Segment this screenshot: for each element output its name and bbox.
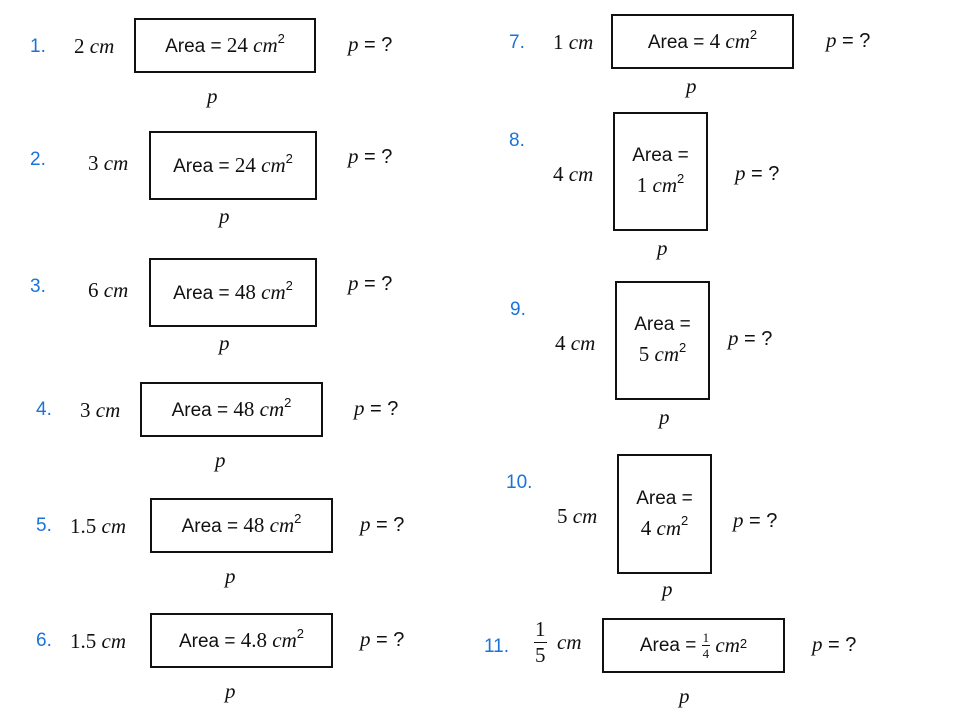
area-label: Area = 4 cm2 [647,26,758,54]
perimeter-label: p [679,684,690,708]
perimeter-label: p [215,448,226,472]
perimeter-label: p [659,405,670,429]
perimeter-question: p = ? [735,161,780,185]
side-length: 4 cm [555,331,596,355]
rectangle: Area = 24 cm2 [149,131,317,200]
side-length: 1.5 cm [70,629,126,653]
perimeter-question: p = ? [826,28,871,52]
rectangle: Area = 4.8 cm2 [150,613,333,668]
side-length: 5 cm [557,504,598,528]
perimeter-label: p [686,74,697,98]
perimeter-question: p = ? [348,271,393,295]
rectangle: Area = 48 cm2 [149,258,317,327]
perimeter-question: p = ? [812,632,857,656]
problem-number: 9. [510,299,526,320]
side-length: 4 cm [553,162,594,186]
perimeter-label: p [207,84,218,108]
rectangle: Area =1 cm2 [613,112,708,231]
perimeter-question: p = ? [348,32,393,56]
perimeter-question: p = ? [728,326,773,350]
side-length: 3 cm [80,398,121,422]
area-label: Area = 48 cm2 [171,394,292,422]
problem-number: 7. [509,32,525,53]
area-label: Area = 24 cm2 [165,30,285,58]
problem-number: 11. [484,636,510,657]
area-label: Area =5 cm2 [634,314,691,366]
perimeter-question: p = ? [360,627,405,651]
problem-number: 2. [30,149,46,170]
problem-number: 4. [36,399,52,420]
rectangle: Area =4 cm2 [617,454,712,574]
area-label: Area =1 cm2 [632,145,689,197]
perimeter-question: p = ? [354,396,399,420]
rectangle: Area = 48 cm2 [140,382,323,437]
side-length: 6 cm [88,278,129,302]
side-length: 1.5 cm [70,514,126,538]
area-label: Area = 48 cm2 [173,277,293,305]
perimeter-label: p [662,577,673,601]
side-length: 3 cm [88,151,129,175]
problem-number: 1. [30,36,46,57]
area-label: Area = 48 cm2 [181,510,302,538]
problem-number: 5. [36,515,52,536]
perimeter-question: p = ? [360,512,405,536]
problem-number: 8. [509,130,525,151]
problem-number: 6. [36,630,52,651]
area-label: Area =4 cm2 [636,487,693,540]
area-label: Area = 4.8 cm2 [178,625,305,653]
perimeter-question: p = ? [348,144,393,168]
perimeter-label: p [657,236,668,260]
area-label: Area = 24 cm2 [173,150,293,178]
rectangle: Area = 48 cm2 [150,498,333,553]
perimeter-label: p [219,331,230,355]
perimeter-label: p [225,564,236,588]
problem-number: 10. [506,472,533,493]
perimeter-question: p = ? [733,508,778,532]
side-length: 1 cm [553,30,594,54]
perimeter-label: p [225,679,236,703]
problem-number: 3. [30,276,46,297]
rectangle: Area =5 cm2 [615,281,710,400]
side-length: 2 cm [74,34,115,58]
rectangle: Area = 24 cm2 [134,18,316,73]
perimeter-label: p [219,204,230,228]
rectangle: Area = 4 cm2 [611,14,794,69]
